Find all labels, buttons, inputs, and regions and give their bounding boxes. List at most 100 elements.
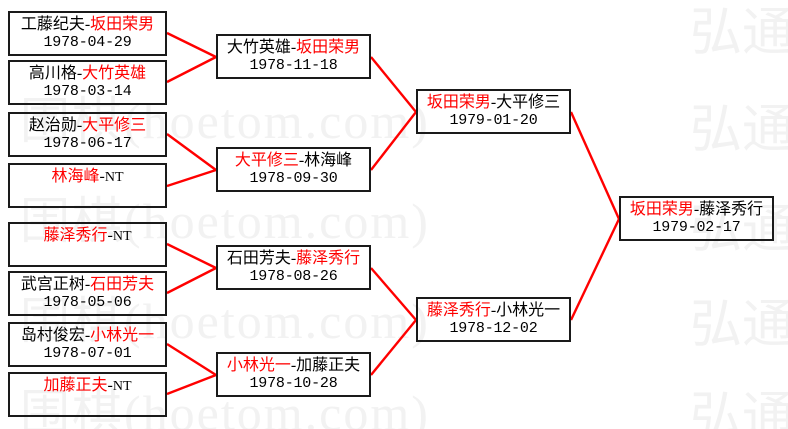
match-date: 1978-12-02 [449, 320, 538, 337]
player-left: 赵治勋 [28, 117, 77, 134]
match-players: 藤泽秀行-小林光一 [418, 301, 569, 320]
connector-r1m8-to-r2m4 [166, 373, 217, 396]
name-separator: - [290, 357, 297, 374]
connector-r2m4-to-r3m2 [370, 319, 417, 376]
match-players: 赵治勋-大平修三 [10, 116, 165, 135]
connector-r1m2-to-r2m1 [166, 55, 217, 84]
name-separator: - [99, 168, 105, 185]
player-left: 大平修三 [234, 152, 299, 169]
match-players: 加藤正夫-NT [10, 376, 165, 396]
connector-r1m3-to-r2m2 [166, 133, 217, 171]
player-left: 武宫正树 [20, 276, 85, 293]
name-separator: - [490, 94, 497, 111]
player-left: 石田芳夫 [226, 250, 291, 267]
name-separator: - [298, 152, 305, 169]
player-right: NT [112, 379, 132, 394]
match-date: 1979-01-20 [449, 112, 538, 129]
connector-r1m1-to-r2m1 [166, 31, 217, 59]
connector-r3m2-to-fm1 [569, 218, 621, 321]
match-box-r1m8[interactable]: 加藤正夫-NT [8, 372, 167, 417]
match-date: 1978-10-28 [249, 375, 338, 392]
connector-r1m5-to-r2m3 [166, 242, 217, 270]
name-separator: - [290, 39, 297, 56]
connector-r1m4-to-r2m2 [166, 168, 217, 188]
match-date: 1978-07-01 [43, 345, 132, 362]
match-box-r1m4[interactable]: 林海峰-NT [8, 163, 167, 208]
match-date: 1978-03-14 [43, 83, 132, 100]
player-right: 大平修三 [496, 94, 561, 111]
player-right: 林海峰 [304, 152, 353, 169]
name-separator: - [107, 377, 113, 394]
match-date: 1978-04-29 [43, 34, 132, 51]
match-players: 藤泽秀行-NT [10, 226, 165, 246]
player-left: 坂田荣男 [629, 201, 694, 218]
match-date: 1978-11-18 [249, 57, 338, 74]
player-right: 藤泽秀行 [699, 201, 764, 218]
player-left: 藤泽秀行 [43, 227, 108, 244]
match-date: 1978-06-17 [43, 135, 132, 152]
player-left: 小林光一 [226, 357, 291, 374]
match-players: 岛村俊宏-小林光一 [10, 326, 165, 345]
connector-r1m7-to-r2m4 [166, 342, 217, 377]
match-box-r1m5[interactable]: 藤泽秀行-NT [8, 222, 167, 267]
player-left: 岛村俊宏 [20, 327, 85, 344]
name-separator: - [76, 65, 83, 82]
player-right: NT [104, 170, 124, 185]
match-players: 林海峰-NT [10, 167, 165, 187]
player-left: 高川格 [28, 65, 77, 82]
player-right: 藤泽秀行 [296, 250, 361, 267]
player-left: 工藤纪夫 [20, 16, 85, 33]
connector-r3m1-to-fm1 [569, 111, 621, 220]
player-right: 大平修三 [82, 117, 147, 134]
player-left: 大竹英雄 [226, 39, 291, 56]
match-players: 坂田荣男-大平修三 [418, 93, 569, 112]
player-right: 坂田荣男 [296, 39, 361, 56]
name-separator: - [490, 302, 497, 319]
match-players: 坂田荣男-藤泽秀行 [621, 200, 772, 219]
player-right: 加藤正夫 [296, 357, 361, 374]
match-players: 武宫正树-石田芳夫 [10, 275, 165, 294]
player-right: 大竹英雄 [82, 65, 147, 82]
match-players: 小林光一-加藤正夫 [218, 356, 369, 375]
match-date: 1978-09-30 [249, 170, 338, 187]
player-right: NT [112, 229, 132, 244]
connector-r2m2-to-r3m1 [370, 111, 417, 171]
player-right: 小林光一 [496, 302, 561, 319]
name-separator: - [84, 276, 91, 293]
player-left: 林海峰 [51, 168, 100, 185]
name-separator: - [84, 327, 91, 344]
player-left: 坂田荣男 [426, 94, 491, 111]
match-date: 1978-08-26 [249, 268, 338, 285]
name-separator: - [107, 227, 113, 244]
match-players: 大平修三-林海峰 [218, 151, 369, 170]
match-players: 石田芳夫-藤泽秀行 [218, 249, 369, 268]
player-right: 小林光一 [90, 327, 155, 344]
match-players: 高川格-大竹英雄 [10, 64, 165, 83]
name-separator: - [84, 16, 91, 33]
player-right: 坂田荣男 [90, 16, 155, 33]
player-right: 石田芳夫 [90, 276, 155, 293]
match-date: 1979-02-17 [652, 219, 741, 236]
connector-r2m3-to-r3m2 [370, 267, 417, 321]
match-players: 工藤纪夫-坂田荣男 [10, 15, 165, 34]
player-left: 藤泽秀行 [426, 302, 491, 319]
connector-r1m6-to-r2m3 [166, 266, 217, 295]
name-separator: - [693, 201, 700, 218]
match-date: 1978-05-06 [43, 294, 132, 311]
match-players: 大竹英雄-坂田荣男 [218, 38, 369, 57]
player-left: 加藤正夫 [43, 377, 108, 394]
